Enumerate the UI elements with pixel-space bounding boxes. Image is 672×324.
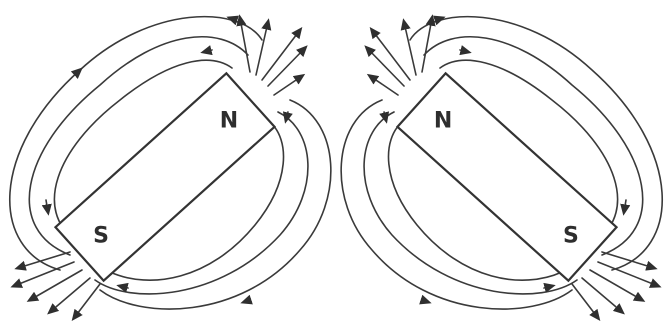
left-south-spray-3 [30,270,82,300]
left-north-spray-4 [268,48,305,86]
left-south-spray-1 [18,252,70,268]
right-south-spray-1 [602,252,654,268]
left-magnet-north-label: N [220,108,238,133]
right-loop-arrow-6 [422,300,428,302]
left-loop-arrow-1 [204,50,212,52]
left-magnet-south-label: S [93,224,109,249]
left-magnet: N S [55,73,274,280]
right-magnet-body [397,73,616,280]
right-south-spray-2 [598,262,658,286]
right-north-spray-5 [370,76,398,95]
right-loop-arrow-4 [544,286,552,288]
right-magnet: N S [397,73,616,280]
right-magnet-south-label: S [563,224,579,249]
right-north-spray-1 [422,18,432,72]
right-loop-arrow-1 [460,50,468,52]
left-north-spray-1 [240,18,250,72]
right-magnet-north-label: N [434,108,452,133]
left-magnet-group: N S [10,17,331,318]
left-south-spray-4 [50,278,90,312]
left-north-spray-5 [274,76,302,95]
right-loop-arrow-3 [624,200,626,212]
right-magnet-group: N S [341,17,662,318]
left-loop-arrow-6 [244,300,250,302]
left-loop-arrow-4 [120,286,128,288]
left-south-spray-2 [14,262,74,286]
left-loop-arrow-3 [46,200,48,212]
right-north-spray-4 [367,48,404,86]
right-north-spray-2 [404,22,416,75]
left-magnet-body [55,73,274,280]
right-south-spray-4 [582,278,622,312]
left-north-spray-2 [256,22,268,75]
right-south-spray-3 [590,270,642,300]
